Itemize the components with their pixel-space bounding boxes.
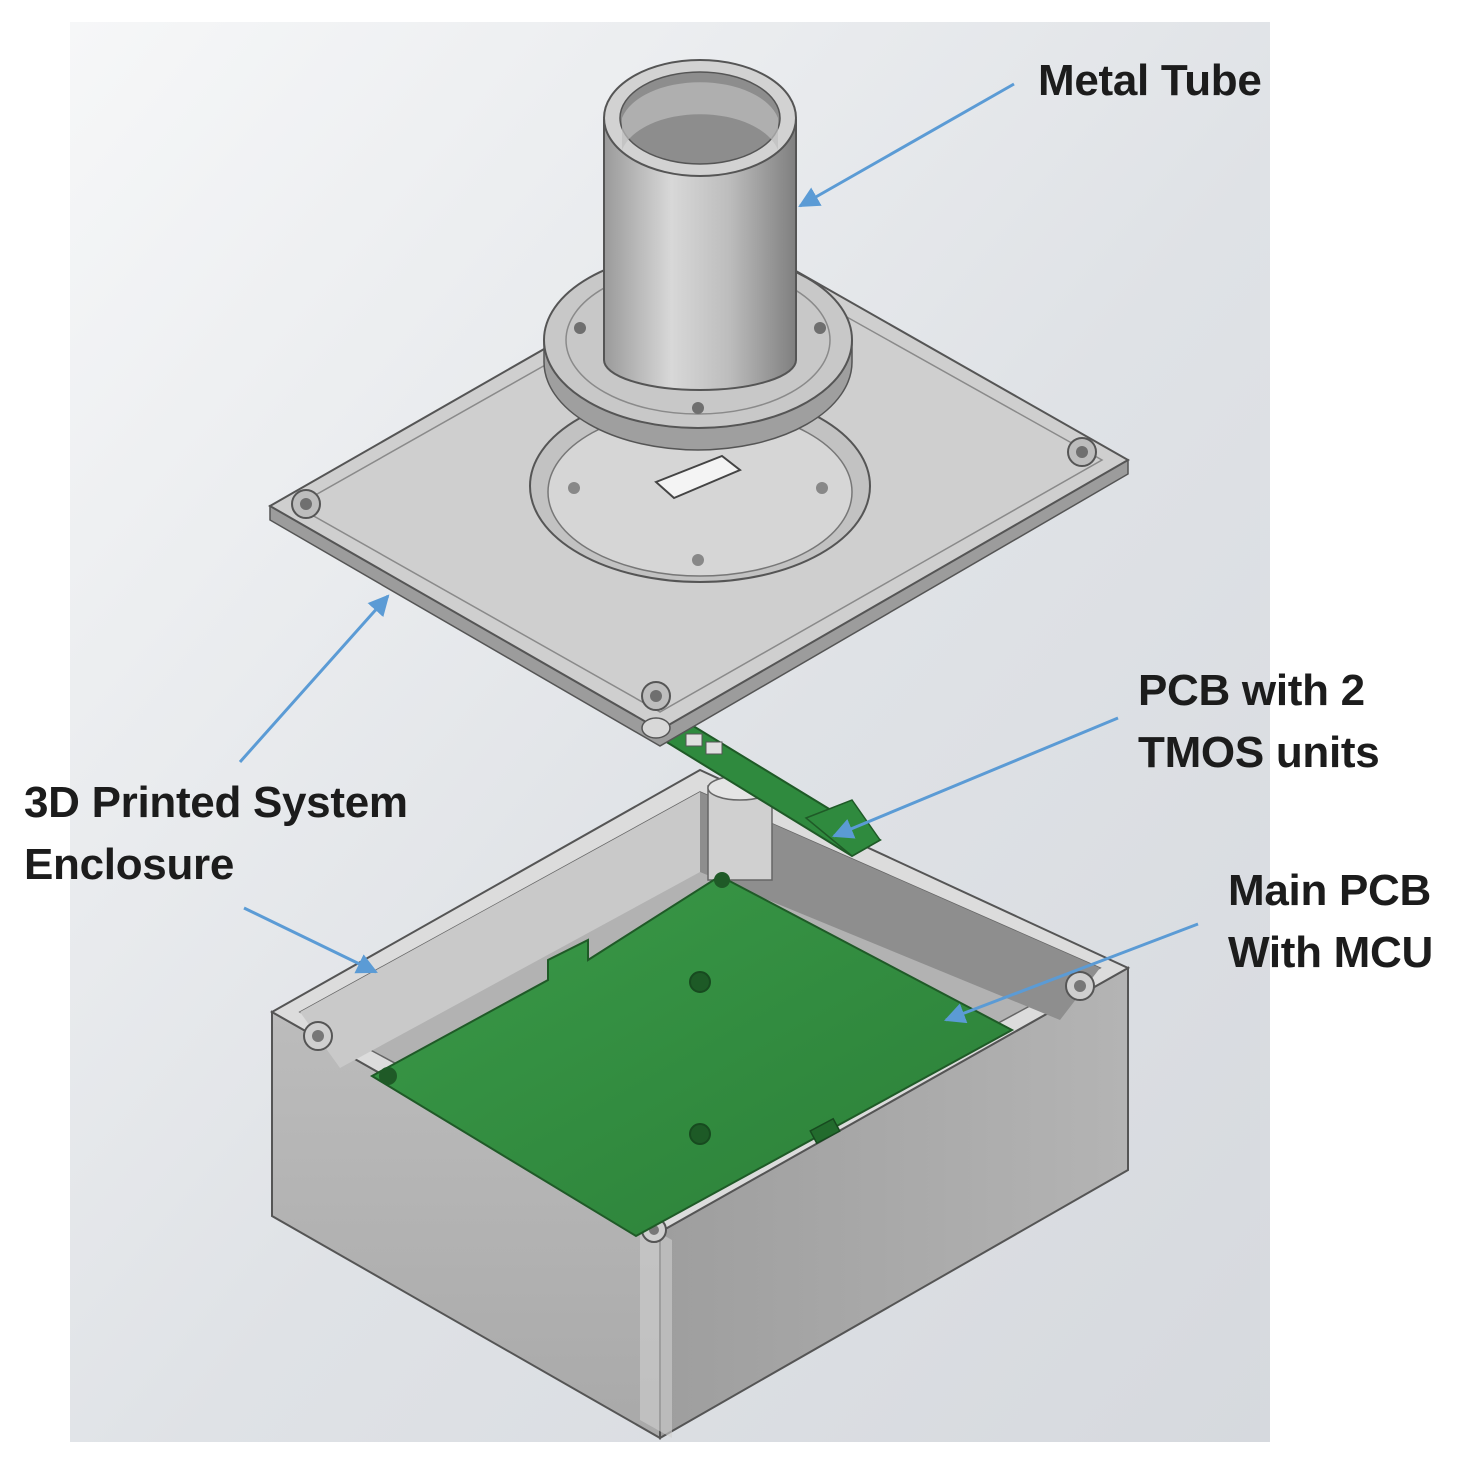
tube-body — [603, 119, 797, 391]
arrow-main-pcb — [944, 922, 1199, 1024]
standoff-post — [707, 785, 773, 881]
arrow-enclosure-box — [243, 906, 378, 974]
lid-plate — [267, 236, 1131, 747]
label-enclosure: 3D Printed System Enclosure — [24, 778, 408, 889]
label-main-pcb: Main PCB With MCU — [1228, 866, 1433, 977]
arrow-metal-tube — [798, 82, 1015, 208]
metal-tube — [543, 59, 853, 451]
main-pcb — [369, 872, 1015, 1238]
arrow-tmos-pcb — [832, 716, 1119, 839]
label-metal-tube: Metal Tube — [1038, 56, 1262, 105]
label-pcb-tmos: PCB with 2 TMOS units — [1138, 666, 1380, 777]
main-pcb-board — [369, 874, 1015, 1238]
arrow-enclosure-lid — [238, 594, 390, 763]
annotation-arrows — [238, 82, 1199, 1024]
